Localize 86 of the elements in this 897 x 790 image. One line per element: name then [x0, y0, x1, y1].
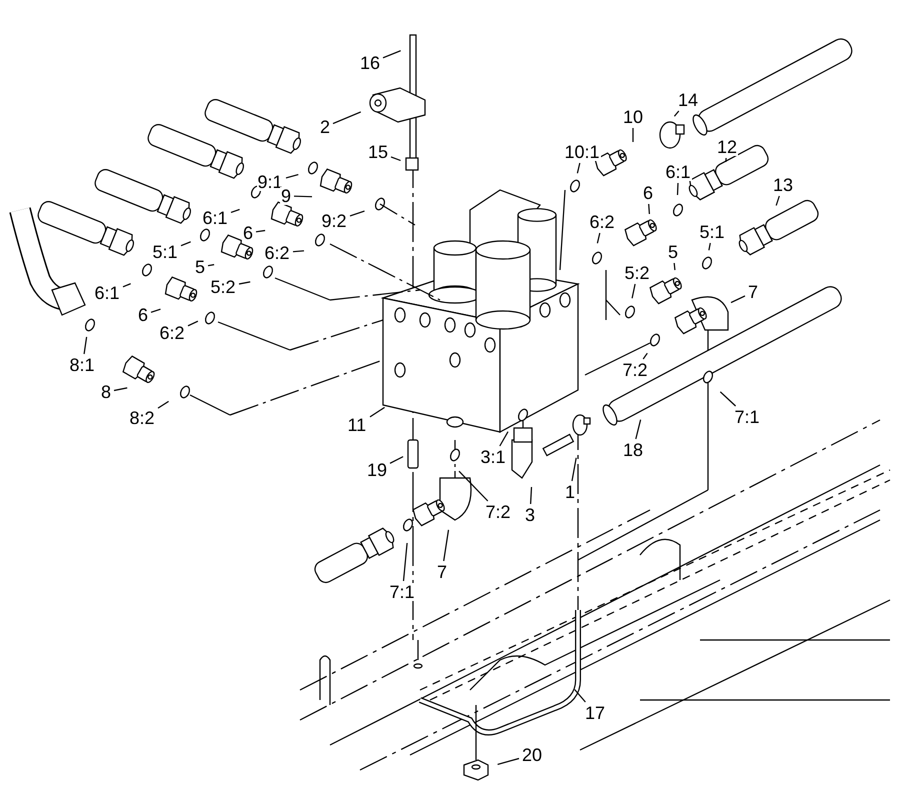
callout-number: 6:2: [588, 213, 616, 231]
callout-number: 14: [677, 91, 700, 109]
callout-number: 20: [521, 746, 544, 764]
leader-line: [114, 387, 128, 392]
leader-line: [402, 542, 408, 582]
leader-line: [635, 420, 642, 440]
callout-number: 8: [100, 383, 112, 401]
callout-number: 7:1: [734, 408, 761, 426]
leader-line: [292, 250, 304, 252]
leader-line: [642, 352, 648, 360]
callout-number: 5:1: [698, 223, 726, 241]
callout-number: 6:1: [94, 284, 121, 302]
callout-number: 15: [367, 143, 390, 161]
leader-line: [256, 230, 266, 232]
leader-line: [574, 689, 586, 702]
callout-number: 2: [319, 118, 332, 136]
leader-line: [674, 262, 676, 270]
leader-line: [443, 530, 450, 562]
callout-number: 17: [584, 704, 606, 722]
leader-line: [84, 336, 88, 354]
callout-number: 13: [772, 176, 794, 194]
leader-line: [499, 431, 509, 446]
callout-number: 6:1: [664, 163, 692, 181]
callout-number: 8:2: [128, 409, 156, 427]
leader-line: [390, 456, 404, 464]
leader-line: [208, 264, 214, 266]
leader-line: [571, 458, 577, 482]
callout-number: 19: [366, 461, 388, 479]
callout-number: 5: [667, 243, 680, 261]
leader-line: [370, 406, 385, 418]
leader-line: [725, 158, 727, 162]
leader-line: [286, 174, 298, 178]
callout-number: 6:1: [202, 209, 229, 227]
leader-line: [632, 284, 636, 298]
callout-number: 7: [747, 283, 760, 301]
callout-number: 6: [242, 224, 254, 242]
leader-line: [294, 196, 312, 198]
callout-number: 9:1: [256, 173, 284, 191]
leader-line: [458, 470, 488, 502]
leader-line: [230, 208, 240, 213]
leader-line: [122, 283, 131, 288]
callout-number: 10:1: [564, 143, 601, 161]
leader-line: [648, 204, 650, 214]
leader-line: [332, 111, 362, 124]
callout-number: 6:2: [158, 324, 186, 342]
callout-number: 3: [524, 506, 536, 524]
callout-number: 5: [194, 258, 206, 276]
leader-line: [390, 156, 401, 162]
callout-number: 1: [564, 483, 576, 501]
leader-line: [530, 486, 532, 504]
callout-number: 11: [346, 416, 368, 434]
callout-number: 5:2: [624, 264, 651, 282]
leader-line: [596, 232, 600, 244]
callout-number: 10: [622, 108, 644, 126]
leader-line: [676, 182, 679, 196]
leader-line: [497, 758, 520, 765]
callout-number: 5:2: [210, 278, 237, 296]
callout-number: 7:2: [622, 361, 649, 379]
callout-number: 18: [622, 441, 644, 459]
leader-line: [632, 128, 634, 142]
leader-line: [708, 242, 711, 250]
leader-line: [180, 241, 191, 246]
callout-number: 8:1: [68, 356, 96, 374]
callout-number: 9: [280, 187, 292, 205]
callout-number: 16: [359, 54, 382, 72]
leader-line: [576, 162, 580, 174]
callout-number: 5:1: [152, 243, 179, 261]
leader-line: [720, 391, 736, 406]
callout-number: 6: [137, 306, 150, 324]
leader-line: [158, 400, 169, 409]
leader-line: [350, 210, 365, 216]
leader-line: [188, 320, 198, 326]
callout-number: 6:2: [264, 244, 291, 262]
leader-line: [674, 110, 680, 117]
leader-line: [382, 50, 401, 58]
leader-line: [238, 281, 250, 285]
callout-number: 7:2: [484, 503, 512, 521]
leader-line: [150, 308, 161, 313]
callout-number: 7: [436, 563, 448, 581]
callout-number: 3:1: [480, 448, 507, 466]
callout-number: 7:1: [388, 583, 416, 601]
leader-line: [730, 295, 746, 304]
callout-number: 9:2: [320, 212, 348, 230]
callout-number: 12: [716, 138, 738, 156]
leader-line: [776, 196, 780, 206]
callout-number: 6: [642, 184, 654, 202]
